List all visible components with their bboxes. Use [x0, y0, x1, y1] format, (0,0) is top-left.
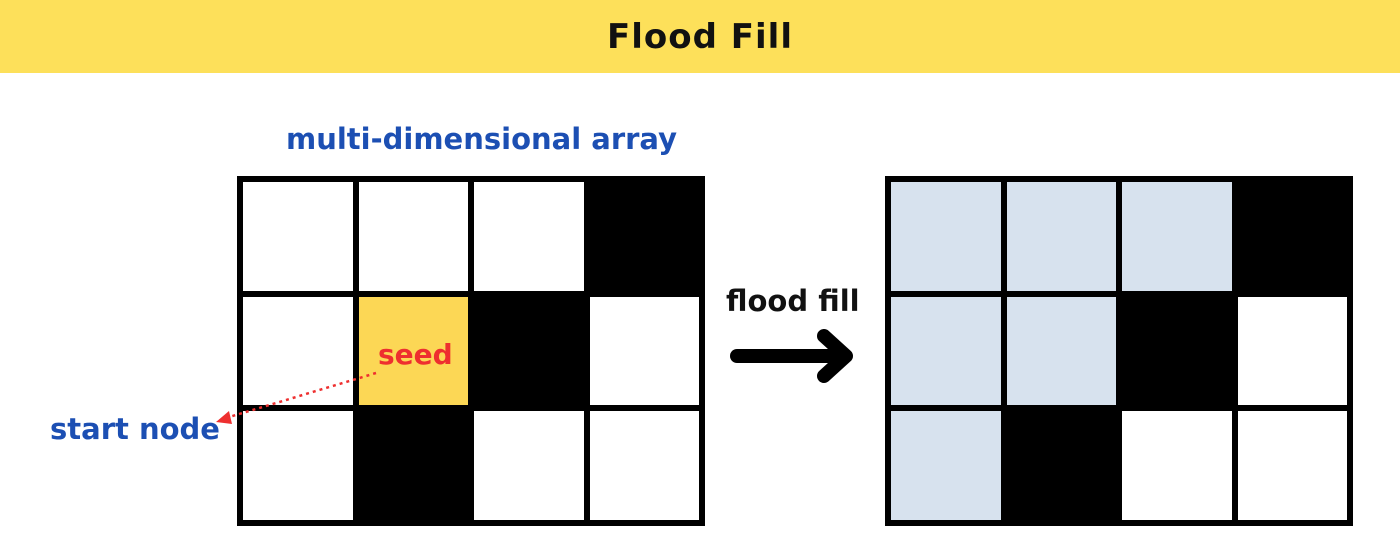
grid-cell-filled [1122, 182, 1232, 291]
page-title: Flood Fill [607, 16, 793, 57]
grid-cell-wall [474, 296, 584, 406]
seed-label: seed [378, 338, 453, 371]
grid-cell-filled [891, 411, 1001, 520]
grid-cell-open [589, 296, 699, 406]
grid-cell-open [243, 182, 353, 291]
title-banner: Flood Fill [0, 0, 1400, 73]
grid-cell-open [474, 411, 584, 520]
before-grid [237, 176, 705, 526]
grid-cell-filled [891, 296, 1001, 406]
grid-cell-wall [589, 182, 699, 291]
grid-cell-open [1237, 296, 1347, 406]
grid-cell-wall [358, 411, 468, 520]
grid-cell-open [243, 296, 353, 406]
array-caption: multi-dimensional array [286, 122, 678, 156]
grid-cell-open [474, 182, 584, 291]
grid-cell-filled [891, 182, 1001, 291]
grid-cell-open [358, 182, 468, 291]
grid-cell-wall [1006, 411, 1116, 520]
grid-cell-open [589, 411, 699, 520]
grid-cell-open [1237, 411, 1347, 520]
after-grid [885, 176, 1353, 526]
grid-cell-open [243, 411, 353, 520]
right-arrow-icon [730, 329, 853, 383]
start-node-label: start node [50, 412, 220, 446]
grid-cell-wall [1122, 296, 1232, 406]
grid-cell-filled [1006, 296, 1116, 406]
grid-cell-filled [1006, 182, 1116, 291]
grid-cell-seed [358, 296, 468, 406]
flood-fill-label: flood fill [726, 284, 860, 318]
grid-cell-open [1122, 411, 1232, 520]
grid-cell-wall [1237, 182, 1347, 291]
